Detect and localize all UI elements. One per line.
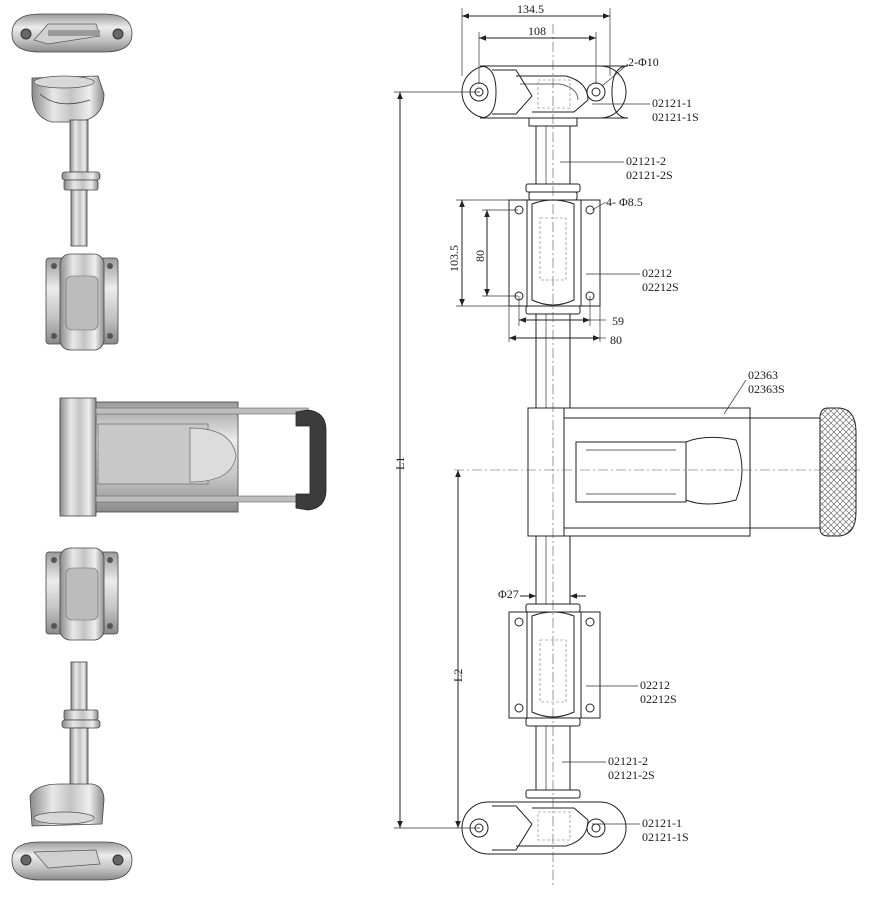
label-bottom-rod-1: 02121-2 <box>608 754 648 768</box>
part-labels: 02121-1 02121-1S 02121-2 02121-2S 02212 … <box>608 96 785 844</box>
dim-bracket-width: 80 <box>610 333 622 347</box>
label-handle-2: 02363S <box>748 382 785 396</box>
upper-bracket <box>508 199 601 315</box>
label-bottom-end-cap-1: 02121-1 <box>642 816 682 830</box>
handle <box>454 407 860 537</box>
technical-drawing: 134.5 108 2-Φ10 4- Φ8.5 103.5 80 59 80 Φ… <box>393 2 860 886</box>
dim-bracket-holes: 4- Φ8.5 <box>606 195 643 209</box>
label-top-bracket-2: 02212S <box>642 280 679 294</box>
label-bottom-rod-2: 02121-2S <box>608 768 655 782</box>
exploded-bottom-end-plate <box>11 841 133 881</box>
dim-lower-length: L2 <box>451 669 465 682</box>
dim-rod-diameter: Φ27 <box>498 587 519 601</box>
bottom-rod <box>525 725 581 799</box>
dimensions <box>394 8 747 829</box>
exploded-bottom-rod <box>29 661 105 827</box>
bottom-end-cap <box>461 801 627 855</box>
dimension-labels: 134.5 108 2-Φ10 4- Φ8.5 103.5 80 59 80 Φ… <box>393 2 659 682</box>
dim-hole-spacing: 108 <box>528 24 546 38</box>
exploded-top-rod <box>31 75 105 247</box>
label-top-rod-1: 02121-2 <box>626 154 666 168</box>
label-top-end-cap-2: 02121-1S <box>652 110 699 124</box>
lower-bracket <box>508 611 601 727</box>
label-top-rod-2: 02121-2S <box>626 168 673 182</box>
label-bottom-bracket-2: 02212S <box>640 692 677 706</box>
dim-total-length: L1 <box>393 457 407 470</box>
label-top-bracket-1: 02212 <box>642 266 672 280</box>
top-end-cap <box>461 65 629 119</box>
dim-bracket-hole-spacing-h: 59 <box>612 314 624 328</box>
label-bottom-end-cap-2: 02121-1S <box>642 830 689 844</box>
exploded-handle <box>59 397 327 517</box>
exploded-view <box>11 13 327 881</box>
exploded-upper-bracket <box>45 253 119 351</box>
dim-bracket-height: 103.5 <box>447 245 461 272</box>
exploded-top-end-plate <box>11 13 133 53</box>
dim-overall-width: 134.5 <box>517 2 544 16</box>
top-rod <box>525 117 581 201</box>
label-bottom-bracket-1: 02212 <box>640 678 670 692</box>
label-handle-1: 02363 <box>748 368 778 382</box>
dim-end-holes: 2-Φ10 <box>628 55 659 69</box>
exploded-lower-bracket <box>45 547 119 641</box>
label-top-end-cap-1: 02121-1 <box>652 96 692 110</box>
dim-bracket-hole-spacing-v: 80 <box>473 250 487 262</box>
